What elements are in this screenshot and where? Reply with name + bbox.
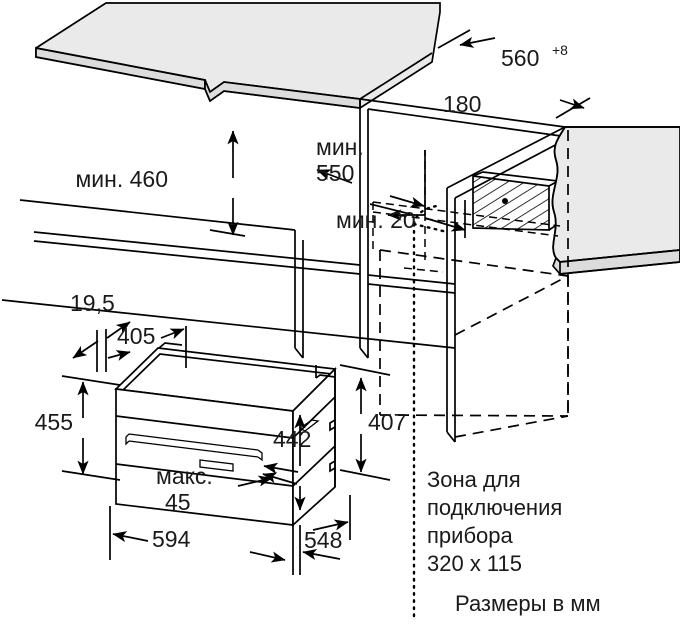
dimension-min-460: мин. 460 bbox=[75, 130, 246, 237]
dimension-548: 548 bbox=[292, 495, 351, 575]
dimension-405: 405 bbox=[107, 323, 187, 368]
dimension-180: 180 bbox=[387, 91, 481, 238]
cabinet-carcass bbox=[1, 98, 566, 443]
dimension-594: 594 bbox=[109, 506, 286, 563]
connection-zone-line-1: Зона для bbox=[427, 467, 521, 492]
countertop-panel bbox=[35, 2, 441, 109]
units-note-label: Размеры в мм bbox=[455, 591, 601, 616]
dimension-label-min-550-line2: 550 bbox=[316, 160, 354, 186]
dimension-560: 560 +8 bbox=[437, 29, 591, 119]
connection-zone-line-4: 320 x 115 bbox=[427, 551, 522, 576]
hatched-connection-block bbox=[472, 171, 561, 231]
connection-zone-line-2: подключения bbox=[427, 495, 562, 520]
right-wall-panel bbox=[551, 126, 680, 275]
dimension-min-550: мин. 550 bbox=[316, 134, 364, 186]
dimension-407: 407 bbox=[339, 364, 406, 481]
units-note: Размеры в мм bbox=[455, 591, 601, 616]
connection-zone-line-3: прибора bbox=[427, 523, 514, 548]
dimension-label-560: 560 bbox=[501, 45, 539, 71]
dimension-label-405: 405 bbox=[117, 323, 155, 349]
dimension-455: 455 bbox=[35, 375, 121, 481]
dimension-label-45: 45 bbox=[165, 489, 191, 515]
dimension-442: 442 bbox=[262, 414, 311, 511]
dimension-label-max: макс. bbox=[156, 463, 213, 489]
appliance-body bbox=[114, 342, 337, 527]
connection-zone-dotted-line bbox=[412, 204, 449, 622]
connection-zone-note: Зона для подключения прибора 320 x 115 bbox=[427, 467, 562, 576]
dimension-label-560-tolerance: +8 bbox=[552, 42, 568, 58]
dimension-label-407: 407 bbox=[368, 409, 406, 435]
dimension-label-min-20: мин. 20 bbox=[336, 207, 416, 233]
dimension-label-594: 594 bbox=[152, 526, 191, 552]
dimension-label-min-550-line1: мин. bbox=[316, 134, 364, 160]
dimension-label-180: 180 bbox=[443, 91, 481, 117]
dimension-label-min-460: мин. 460 bbox=[75, 166, 168, 192]
dimension-label-548: 548 bbox=[304, 527, 342, 553]
dimension-min-20: мин. 20 bbox=[336, 195, 425, 233]
dimension-label-19-5: 19,5 bbox=[70, 290, 115, 316]
dimension-max-45: макс. 45 bbox=[156, 462, 299, 515]
dimension-19-5: 19,5 bbox=[70, 290, 131, 372]
dimension-label-442: 442 bbox=[273, 426, 311, 452]
dimension-label-455: 455 bbox=[35, 409, 73, 435]
